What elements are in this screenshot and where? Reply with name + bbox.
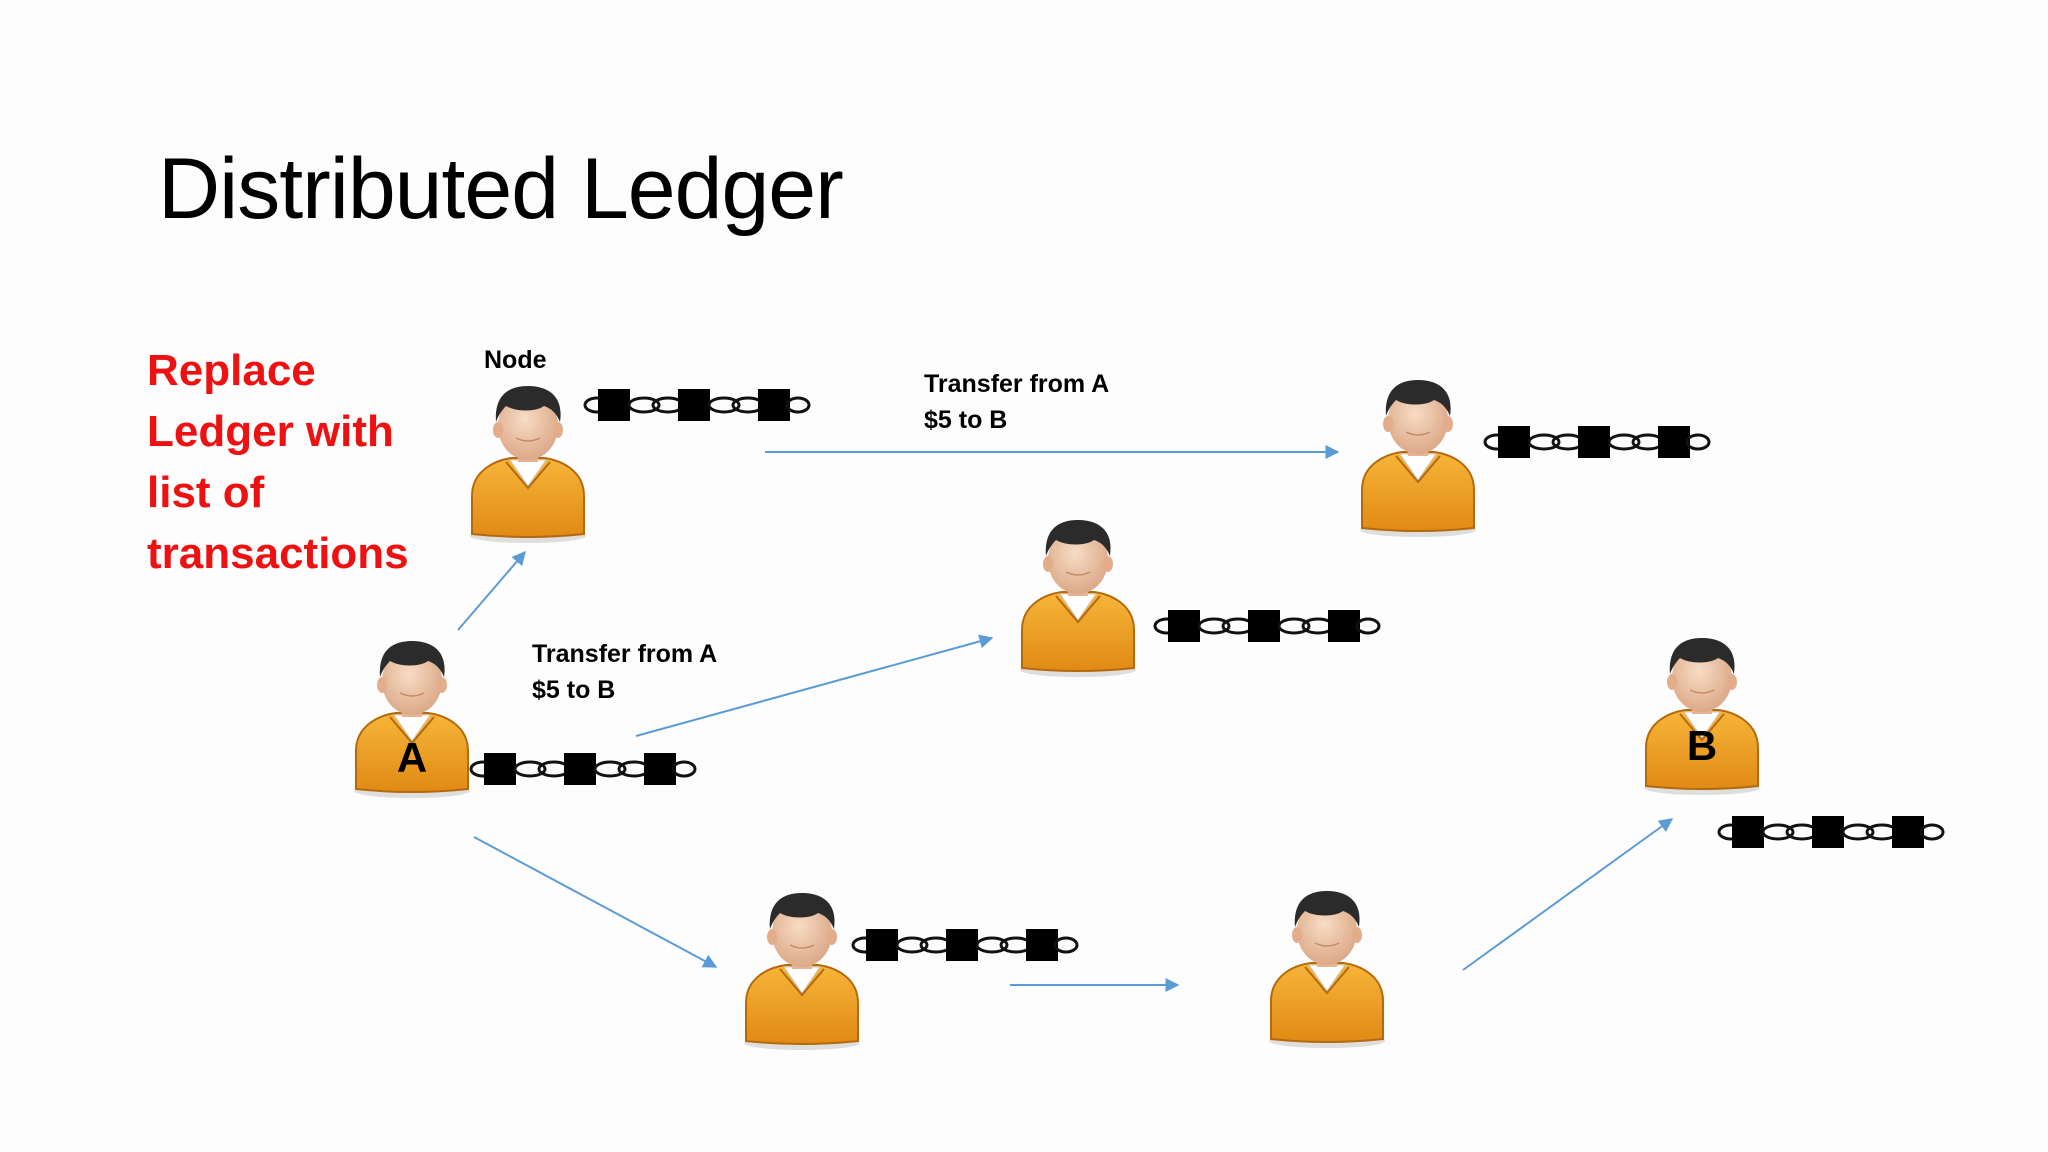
- note-line-2: Ledger with: [147, 407, 394, 456]
- ledger-chain-bottom-left: [850, 925, 1080, 965]
- node-b: B: [1640, 630, 1764, 798]
- transfer-label-top-line-1: Transfer from A: [924, 370, 1110, 398]
- node-top-right: [1356, 372, 1480, 540]
- person-icon: [1640, 630, 1764, 798]
- blockchain-chain-icon: [850, 925, 1080, 965]
- note-line-3: list of: [147, 468, 265, 517]
- node-bottom-right: [1265, 883, 1389, 1051]
- blockchain-chain-icon: [1152, 606, 1382, 646]
- arrow-a-to-node: [457, 550, 526, 631]
- transfer-label-top-line-2: $5 to B: [924, 406, 1008, 434]
- ledger-chain-middle: [1152, 606, 1382, 646]
- person-icon: [1265, 883, 1389, 1051]
- node-b-letter: B: [1686, 722, 1718, 769]
- blockchain-chain-icon: [582, 385, 812, 425]
- node-label: Node: [484, 346, 547, 374]
- ledger-chain-a: [468, 749, 698, 789]
- transfer-label-mid-line-1: Transfer from A: [532, 640, 718, 668]
- ledger-chain-top-left: [582, 385, 812, 425]
- arrow-a-to-bottom-left: [473, 836, 718, 968]
- note-line-4: transactions: [147, 529, 409, 578]
- node-a: A: [350, 633, 474, 801]
- arrow-bottom-right-to-b: [1462, 818, 1674, 971]
- transfer-label-mid: Transfer from A $5 to B: [532, 636, 717, 708]
- blockchain-chain-icon: [1482, 422, 1712, 462]
- slide-note: Replace Ledger with list of transactions: [147, 340, 467, 584]
- ledger-chain-b: [1716, 812, 1946, 852]
- blockchain-chain-icon: [468, 749, 698, 789]
- node-top-left: [466, 378, 590, 546]
- ledger-chain-top-right: [1482, 422, 1712, 462]
- transfer-label-top: Transfer from A $5 to B: [924, 366, 1109, 438]
- person-icon: [1356, 372, 1480, 540]
- blockchain-chain-icon: [1716, 812, 1946, 852]
- person-icon: [740, 885, 864, 1053]
- node-a-letter: A: [396, 734, 428, 781]
- transfer-label-mid-line-2: $5 to B: [532, 676, 616, 704]
- node-bottom-left: [740, 885, 864, 1053]
- slide-title: Distributed Ledger: [158, 141, 844, 237]
- note-line-1: Replace: [147, 346, 316, 395]
- person-icon: [1016, 512, 1140, 680]
- node-middle: [1016, 512, 1140, 680]
- person-icon: [466, 378, 590, 546]
